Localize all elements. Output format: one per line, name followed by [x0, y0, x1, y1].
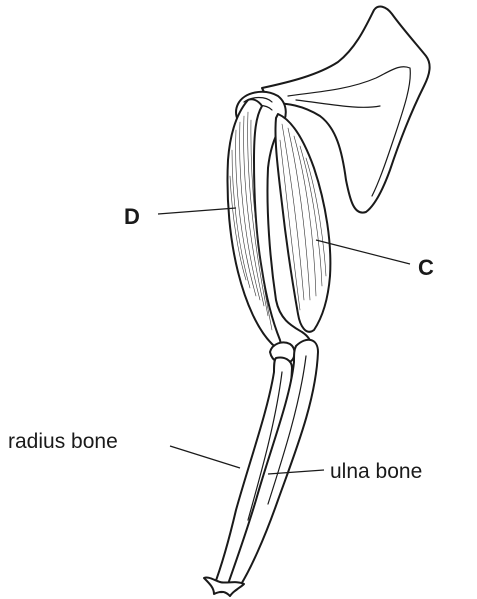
muscle-c: [275, 114, 330, 332]
leader-line-d: [158, 208, 236, 214]
leader-line-radius: [170, 446, 240, 468]
label-c: C: [418, 255, 434, 280]
label-d: D: [124, 204, 140, 229]
label-radius-bone: radius bone: [8, 430, 118, 453]
label-ulna-bone: ulna bone: [330, 460, 422, 483]
ulna-bone: [226, 340, 318, 592]
